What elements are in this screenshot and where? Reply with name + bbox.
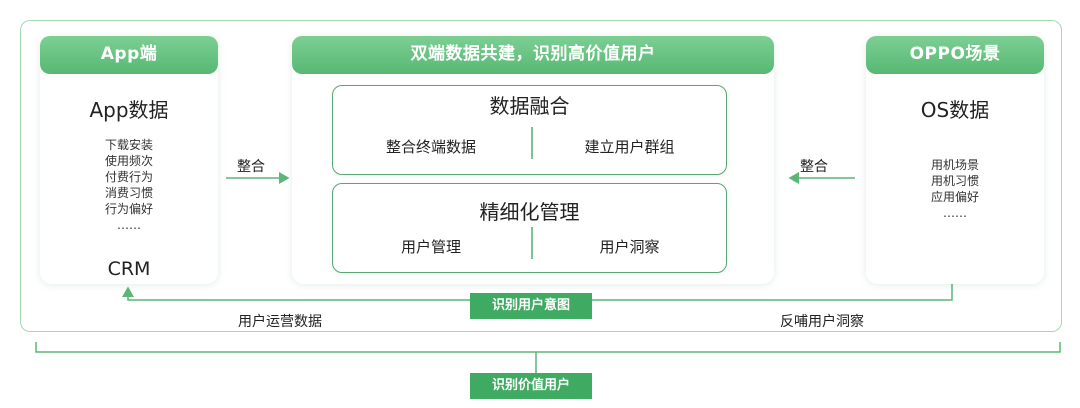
app-card xyxy=(40,36,218,284)
app-data-title: App数据 xyxy=(89,98,169,122)
management-left-label: 用户管理 xyxy=(400,238,461,256)
management-divider xyxy=(531,227,533,259)
crm-label: CRM xyxy=(107,258,151,280)
fusion-divider xyxy=(531,127,533,159)
os-data-list: 用机场景 用机习惯 应用偏好 …… xyxy=(866,157,1044,221)
list-item: 使用频次 xyxy=(104,154,153,168)
oppo-card xyxy=(866,36,1044,284)
fusion-left-label: 整合终端数据 xyxy=(385,138,476,156)
list-item: 用机习惯 xyxy=(930,174,979,188)
bottom-bracket xyxy=(35,342,1061,353)
fusion-right-label: 建立用户群组 xyxy=(584,138,675,156)
list-item: 应用偏好 xyxy=(930,190,979,204)
data-fusion-box xyxy=(332,85,727,175)
app-data-list: 下载安装 使用频次 付费行为 消费习惯 行为偏好 …… xyxy=(40,137,218,233)
management-right-label: 用户洞察 xyxy=(599,238,660,256)
identify-intent-tag: 识别用户意图 xyxy=(470,293,592,319)
list-item: …… xyxy=(943,206,967,220)
left-merge-label: 整合 xyxy=(237,159,265,175)
list-item: 用机场景 xyxy=(930,158,979,172)
operation-data-label: 用户运营数据 xyxy=(238,314,322,330)
data-fusion-title: 数据融合 xyxy=(489,94,570,118)
management-title: 精细化管理 xyxy=(479,200,580,224)
list-item: 行为偏好 xyxy=(104,202,153,216)
app-header: App端 xyxy=(40,36,218,74)
insight-feedback-label: 反哺用户洞察 xyxy=(780,314,864,330)
management-box xyxy=(332,183,727,273)
identify-value-tag: 识别价值用户 xyxy=(470,373,592,399)
oppo-header: OPPO场景 xyxy=(866,36,1044,74)
outer-frame xyxy=(20,20,1062,332)
list-item: 下载安装 xyxy=(104,138,153,152)
list-item: 付费行为 xyxy=(104,170,153,184)
center-header: 双端数据共建，识别高价值用户 xyxy=(292,36,774,74)
right-merge-label: 整合 xyxy=(800,159,828,175)
list-item: …… xyxy=(117,218,141,232)
list-item: 消费习惯 xyxy=(104,186,153,200)
os-data-title: OS数据 xyxy=(920,98,990,122)
